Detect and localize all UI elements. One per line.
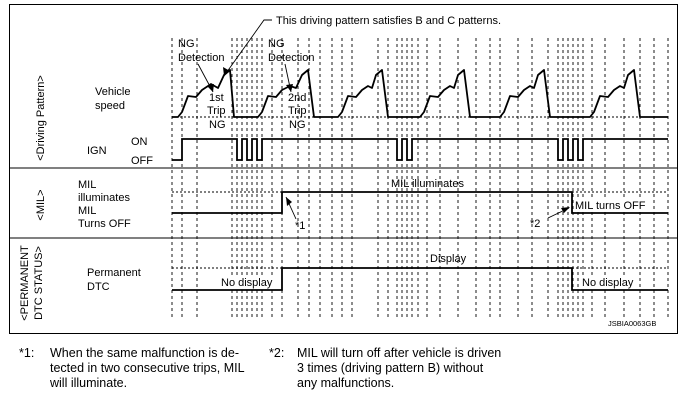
ign-signal-trace: [172, 138, 668, 161]
ref2-mark: *2: [530, 218, 540, 230]
trip2-label-1: 2nd: [288, 92, 306, 104]
row-label-mil-1: MIL: [78, 179, 96, 191]
dtc-no-display-left-bg: [220, 276, 276, 289]
row-label-mil-2: illuminates: [78, 192, 130, 204]
ng-detection-2-arrowhead: [286, 84, 293, 92]
mil-signal-trace: [172, 191, 668, 214]
trip1-label-3: NG: [209, 119, 226, 131]
row-label-mil-off-2: Turns OFF: [78, 218, 131, 230]
ng-detection-1-arrowhead: [207, 84, 214, 92]
section-label-permanent-dtc-2: DTC STATUS>: [33, 246, 45, 320]
row-label-vehicle-speed-1: Vehicle: [95, 86, 130, 98]
vehicle-speed-trace: [172, 69, 668, 118]
row-label-ign-off: OFF: [131, 155, 153, 167]
ref1-mark: *1: [295, 220, 305, 232]
ng-detection-2-line2: Detection: [268, 52, 314, 64]
ref1-arrowhead: [286, 197, 292, 206]
row-label-mil-off-1: MIL: [78, 205, 96, 217]
dtc-no-display-right-bg: [580, 276, 636, 289]
trip1-label-1: 1st: [209, 92, 224, 104]
pattern-note-leader: [223, 19, 272, 77]
row-label-permanent-dtc-1: Permanent: [87, 267, 141, 279]
figure-id: JSBIA0063GB: [608, 319, 656, 328]
row-label-ign-on: ON: [131, 136, 148, 148]
footnote-1-mark: *1:: [19, 346, 35, 360]
section-label-mil: <MIL>: [35, 189, 47, 220]
diagram-frame: [9, 4, 678, 334]
mil-turns-off-label-bg: [574, 198, 652, 211]
dtc-status-trace: [172, 267, 668, 291]
footnote-2-mark: *2:: [269, 346, 285, 360]
mil-illuminates-label: MIL illuminates: [391, 178, 464, 190]
dtc-display-label: Display: [430, 253, 467, 265]
row-label-vehicle-speed-2: speed: [95, 100, 125, 112]
row-label-permanent-dtc-2: DTC: [87, 281, 110, 293]
ref2-arrowhead: [561, 207, 570, 213]
dtc-no-display-right: No display: [582, 277, 634, 289]
ng-detection-1-line2: Detection: [178, 52, 224, 64]
mil-turns-off-label: MIL turns OFF: [575, 200, 646, 212]
pattern-note: This driving pattern satisfies B and C p…: [276, 15, 501, 27]
ng-detection-2-line1: NG: [268, 38, 285, 50]
ng-detection-1-line1: NG: [178, 38, 195, 50]
pattern-note-arrowhead: [223, 67, 230, 76]
section-label-driving-pattern: <Driving Pattern>: [35, 75, 47, 161]
section-label-permanent-dtc-1: <PERMANENT: [19, 245, 31, 321]
time-marker-group: [171, 38, 669, 318]
trip1-label-2: Trip: [207, 105, 226, 117]
trip2-label-3: NG: [289, 119, 306, 131]
trip2-label-2: Trip: [288, 105, 307, 117]
row-label-ign: IGN: [87, 145, 107, 157]
footnote-2-text: MIL will turn off after vehicle is drive…: [297, 346, 502, 390]
footnote-1-text: When the same malfunction is de- tected …: [50, 346, 245, 390]
dtc-no-display-left: No display: [221, 277, 273, 289]
